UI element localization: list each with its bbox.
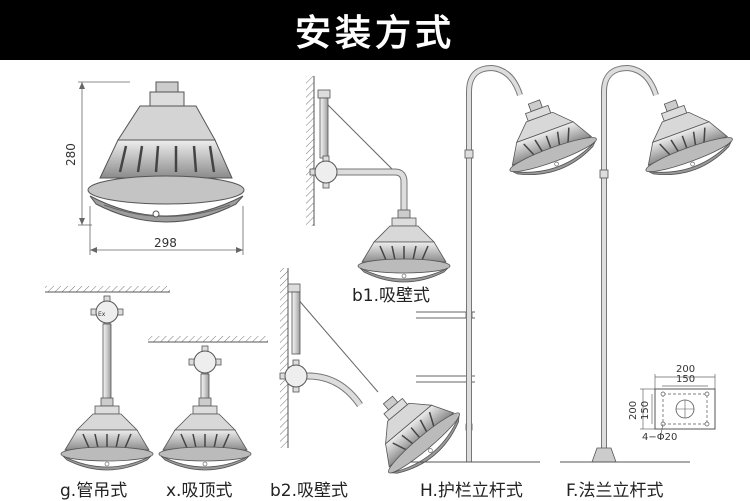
guardrail-pole-drawing [410, 64, 603, 463]
page-title: 安装方式 [294, 13, 455, 54]
title-bar: 安装方式 [0, 0, 750, 60]
flange-holes-label: 4−Φ20 [642, 432, 678, 443]
flange-inner-width-label: 150 [676, 374, 696, 385]
label-f-flange-pole: F.法兰立杆式 [566, 481, 664, 501]
dimension-lamp-drawing [78, 81, 245, 255]
label-h-guardrail-pole: H.护栏立杆式 [420, 481, 523, 501]
flange-outer-width-label: 200 [676, 364, 696, 375]
flange-pole-drawing [560, 64, 739, 463]
label-x-ceiling-mount: x.吸顶式 [166, 481, 233, 501]
label-b1-wall-mount: b1.吸壁式 [352, 286, 431, 306]
wall-mount-b2-drawing [279, 268, 471, 486]
label-g-pendant-mount: g.管吊式 [60, 481, 128, 501]
junction-box-label: Ex [98, 311, 106, 318]
flange-plate-detail [640, 374, 716, 440]
height-dimension-label: 280 [64, 143, 78, 166]
pendant-mount-drawing [45, 286, 170, 471]
wall-mount-b1-drawing [306, 76, 451, 283]
installation-diagram: Ex [45, 64, 739, 486]
label-b2-wall-mount: b2.吸壁式 [270, 481, 349, 501]
width-dimension-label: 298 [154, 236, 177, 250]
ceiling-mount-drawing [148, 336, 268, 471]
flange-inner-height-label: 150 [640, 400, 651, 420]
flange-outer-height-label: 200 [628, 400, 639, 420]
